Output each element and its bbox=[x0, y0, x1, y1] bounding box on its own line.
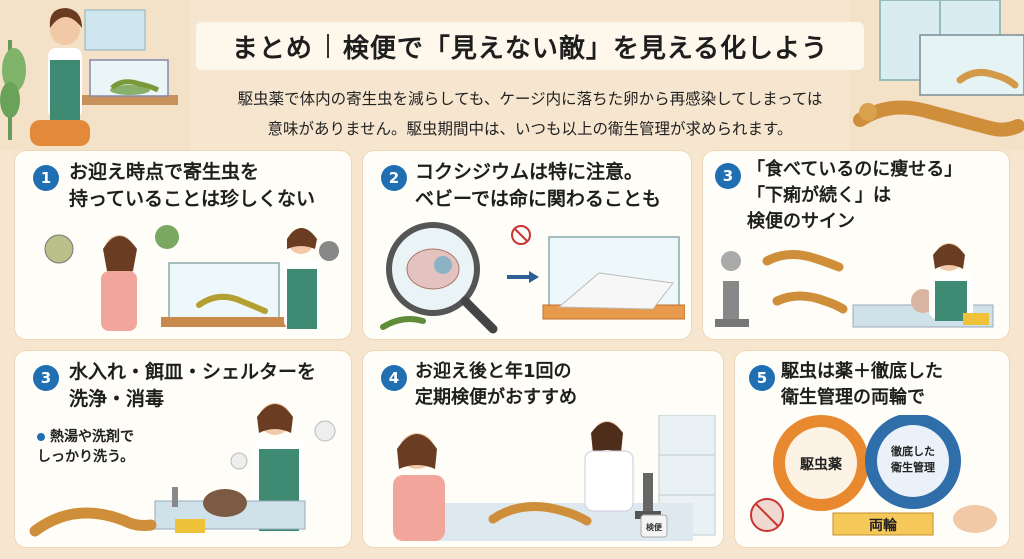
sink-microscope-illustration bbox=[715, 243, 994, 328]
card-number-badge: 4 bbox=[381, 365, 407, 391]
card-title: お迎え時点で寄生虫を 持っていることは珍しくない bbox=[69, 161, 316, 210]
gear-right: 徹底した 衛生管理 bbox=[865, 415, 961, 509]
bearded-dragon-corner-illustration bbox=[850, 0, 1024, 150]
handover-illustration bbox=[44, 225, 339, 331]
card-title: 駆虫は薬＋徹底した 衛生管理の両輪で bbox=[781, 361, 943, 408]
woman-with-cage-illustration bbox=[0, 0, 190, 150]
card-number-badge: 1 bbox=[33, 165, 59, 191]
card-5: 4 お迎え後と年1回の 定期検便がおすすめ 検便 bbox=[362, 350, 724, 548]
intro-text: 駆虫薬で体内の寄生虫を減らしても、ケージ内に落ちた卵から再感染してしまっては 意… bbox=[196, 84, 864, 144]
gear-right-label-2: 衛生管理 bbox=[890, 460, 935, 474]
card-number-badge: 3 bbox=[33, 365, 59, 391]
card-title: 「食べているのに痩せる」 「下痢が続く」は 検便のサイン bbox=[747, 159, 963, 232]
banner-label: 両輪 bbox=[869, 517, 898, 534]
card-number-badge: 3 bbox=[715, 163, 741, 189]
card-number-badge: 2 bbox=[381, 165, 407, 191]
title-left: まとめ bbox=[231, 33, 313, 64]
gear-left: 駆虫薬 bbox=[773, 415, 869, 511]
card-1: 1 お迎え時点で寄生虫を 持っていることは珍しくない bbox=[14, 150, 352, 340]
card-3: 3 「食べているのに痩せる」 「下痢が続く」は 検便のサイン bbox=[702, 150, 1010, 340]
page-title: まとめ 検便で「見えない敵」を見える化しよう bbox=[196, 22, 864, 70]
sample-jar-label: 検便 bbox=[646, 522, 663, 532]
intro-line-2: 意味がありません。駆虫期間中は、いつも以上の衛生管理が求められます。 bbox=[267, 120, 793, 138]
gear-right-label-1: 徹底した bbox=[890, 444, 935, 458]
gear-left-label: 駆虫薬 bbox=[800, 456, 842, 473]
bullet-text: 熱湯や洗剤で しっかり洗う。 bbox=[37, 429, 135, 465]
card-4: 3 水入れ・餌皿・シェルターを 洗浄・消毒 熱湯や洗剤で しっかり洗う。 bbox=[14, 350, 352, 548]
card-title: 水入れ・餌皿・シェルターを 洗浄・消毒 bbox=[69, 361, 317, 410]
card-6: 5 駆虫は薬＋徹底した 衛生管理の両輪で 駆虫薬 徹底した 衛生管理 両輪 bbox=[734, 350, 1010, 548]
bullet-dot bbox=[37, 433, 45, 441]
title-right: 検便で「見えない敵」を見える化しよう bbox=[342, 33, 829, 64]
two-gears-illustration: 駆虫薬 徹底した 衛生管理 両輪 bbox=[750, 415, 997, 536]
intro-line-1: 駆虫薬で体内の寄生虫を減らしても、ケージ内に落ちた卵から再感染してしまっては bbox=[237, 90, 823, 108]
card-number-badge: 5 bbox=[749, 365, 775, 391]
vet-checkup-illustration: 検便 bbox=[393, 415, 716, 541]
card-2: 2 コクシジウムは特に注意。 ベビーでは命に関わることも bbox=[362, 150, 692, 340]
card-title: お迎え後と年1回の 定期検便がおすすめ bbox=[415, 361, 577, 408]
card-title: コクシジウムは特に注意。 ベビーでは命に関わることも bbox=[415, 161, 661, 210]
magnifier-coccidia-illustration bbox=[380, 222, 685, 334]
washing-bowls-illustration bbox=[29, 403, 336, 537]
card-bullet: 熱湯や洗剤で しっかり洗う。 bbox=[37, 427, 134, 467]
title-divider bbox=[326, 34, 329, 58]
